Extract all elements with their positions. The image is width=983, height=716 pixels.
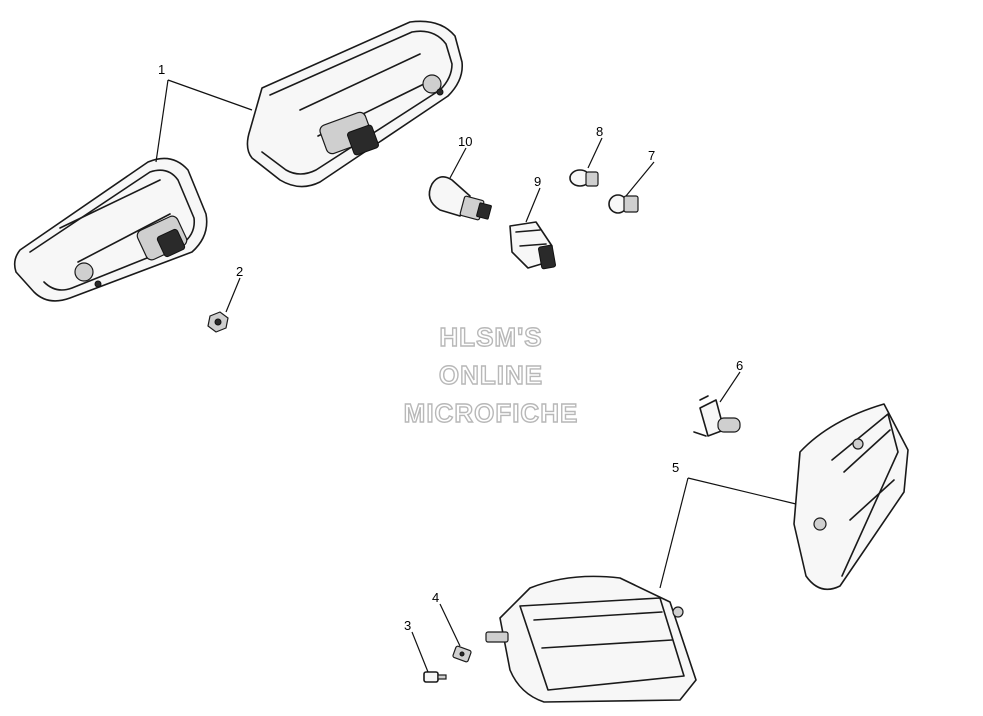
callout-1: 1 bbox=[158, 62, 165, 77]
callout-3: 3 bbox=[404, 618, 411, 633]
screw-3 bbox=[423, 671, 447, 683]
tail-light-housing-upper bbox=[246, 20, 464, 188]
bulb-socket-7 bbox=[608, 194, 639, 214]
callout-numbers: 1 2 3 4 5 6 7 8 9 10 bbox=[158, 62, 743, 633]
headlight-bulb-6 bbox=[693, 395, 741, 437]
callout-2: 2 bbox=[236, 264, 243, 279]
nut bbox=[207, 311, 229, 333]
headlight-lower bbox=[485, 575, 697, 703]
watermark: HLSM'S ONLINE MICROFICHE bbox=[403, 321, 579, 428]
watermark-line-2: ONLINE bbox=[439, 360, 543, 390]
callout-6: 6 bbox=[736, 358, 743, 373]
callout-7: 7 bbox=[648, 148, 655, 163]
bulb-socket-9 bbox=[509, 221, 556, 270]
bulb-8 bbox=[569, 169, 599, 187]
callout-4: 4 bbox=[432, 590, 439, 605]
clip-4 bbox=[452, 645, 472, 663]
tail-light-housing-lower bbox=[13, 157, 208, 302]
headlight-right bbox=[793, 403, 909, 591]
callout-9: 9 bbox=[534, 174, 541, 189]
callout-8: 8 bbox=[596, 124, 603, 139]
callout-10: 10 bbox=[458, 134, 472, 149]
watermark-line-3: MICROFICHE bbox=[404, 398, 579, 428]
bulb-10 bbox=[428, 176, 492, 221]
callout-5: 5 bbox=[672, 460, 679, 475]
leader-lines bbox=[155, 79, 797, 673]
watermark-line-1: HLSM'S bbox=[439, 322, 542, 352]
